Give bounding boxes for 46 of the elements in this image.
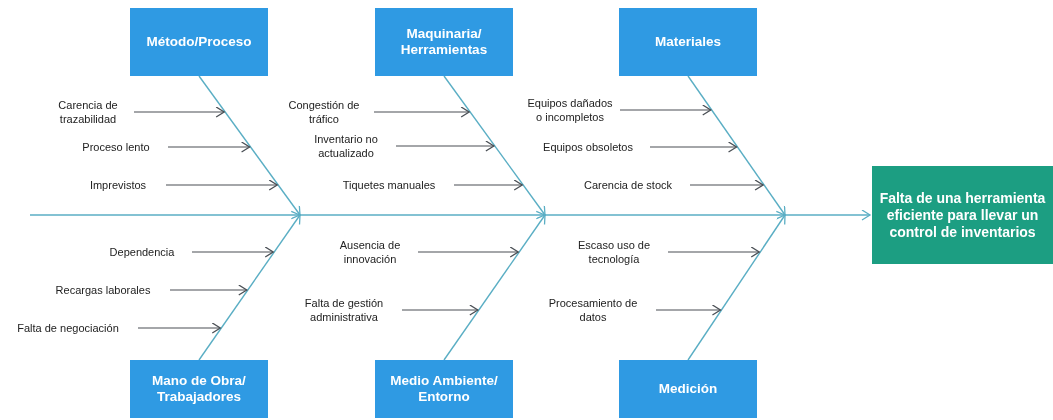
- arrow: [137, 322, 221, 334]
- arrow: [191, 246, 274, 258]
- cause-label: Ausencia de innovación: [328, 238, 412, 266]
- cause-label: Falta de gestión administrativa: [292, 296, 396, 324]
- arrow: [649, 141, 738, 153]
- category-box: Medición: [619, 360, 757, 418]
- bone-arrow: [687, 214, 786, 361]
- arrow: [167, 141, 251, 153]
- category-box: Método/Proceso: [130, 8, 268, 76]
- arrow: [417, 246, 519, 258]
- cause-label: Equipos obsoletos: [532, 139, 644, 155]
- bone-arrow: [443, 214, 546, 361]
- category-box: Mano de Obra/ Trabajadores: [130, 360, 268, 418]
- bone-arrow: [198, 214, 301, 361]
- effect-box: Falta de una herramienta eficiente para llevar un control de inventarios: [872, 166, 1053, 264]
- cause-label: Proceso lento: [70, 139, 162, 155]
- cause-label: Equipos dañados o incompletos: [526, 96, 614, 124]
- arrow: [401, 304, 479, 316]
- bone-arrow: [443, 75, 546, 216]
- cause-label: Imprevistos: [76, 177, 160, 193]
- category-box: Maquinaria/ Herramientas: [375, 8, 513, 76]
- arrow: [165, 179, 278, 191]
- arrow: [667, 246, 760, 258]
- arrow: [689, 179, 764, 191]
- cause-label: Carencia de stock: [572, 177, 684, 193]
- cause-label: Carencia de trazabilidad: [48, 98, 128, 126]
- cause-label: Tiquetes manuales: [330, 177, 448, 193]
- spine-arrow: [29, 209, 871, 221]
- cause-label: Dependencia: [98, 244, 186, 260]
- arrow: [133, 106, 225, 118]
- cause-label: Falta de negociación: [4, 320, 132, 336]
- bone-arrow: [198, 75, 301, 216]
- arrow: [395, 140, 495, 152]
- arrow: [169, 284, 248, 296]
- cause-label: Congestión de tráfico: [280, 98, 368, 126]
- cause-label: Procesamiento de datos: [536, 296, 650, 324]
- arrow: [655, 304, 722, 316]
- cause-label: Inventario no actualizado: [302, 132, 390, 160]
- bone-arrow: [687, 75, 786, 216]
- arrow: [373, 106, 470, 118]
- cause-label: Escaso uso de tecnología: [566, 238, 662, 266]
- arrow: [619, 104, 712, 116]
- category-box: Materiales: [619, 8, 757, 76]
- category-box: Medio Ambiente/ Entorno: [375, 360, 513, 418]
- arrow: [453, 179, 523, 191]
- cause-label: Recargas laborales: [42, 282, 164, 298]
